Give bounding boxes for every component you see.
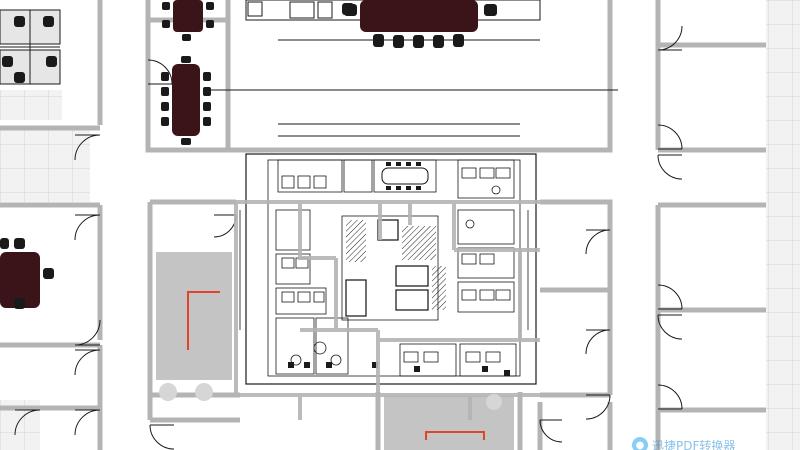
watermark: ● 迅捷PDF转换器 — [632, 437, 736, 450]
upper-fixtures — [247, 1, 333, 19]
meeting-table-left — [0, 252, 40, 308]
overlay-circles — [159, 383, 502, 410]
meeting-table-vertical — [172, 64, 200, 136]
pdf-converter-logo-icon: ● — [632, 437, 648, 450]
conference-table-small-top — [173, 0, 203, 32]
accent-bracket — [425, 431, 485, 440]
conference-table-large — [360, 0, 478, 32]
left-tiled-area-top — [0, 90, 62, 120]
upper-fixture-block — [342, 3, 354, 15]
left-tiled-area-mid — [0, 130, 90, 202]
watermark-text: 迅捷PDF转换器 — [652, 438, 736, 450]
central-plan-detail — [239, 153, 537, 385]
door-swings — [14, 25, 683, 450]
chairs-small-top — [162, 2, 214, 41]
accent-l-shape — [187, 291, 220, 350]
overlay-walls — [234, 200, 540, 420]
right-tiled-corridor — [766, 0, 800, 450]
conference-chairs-large — [344, 4, 497, 48]
chairs-left-table — [0, 238, 54, 309]
chairs-vertical-table — [161, 56, 211, 145]
walls — [0, 0, 766, 450]
workstations-top-left — [0, 9, 61, 85]
gray-zone-left — [156, 252, 232, 380]
